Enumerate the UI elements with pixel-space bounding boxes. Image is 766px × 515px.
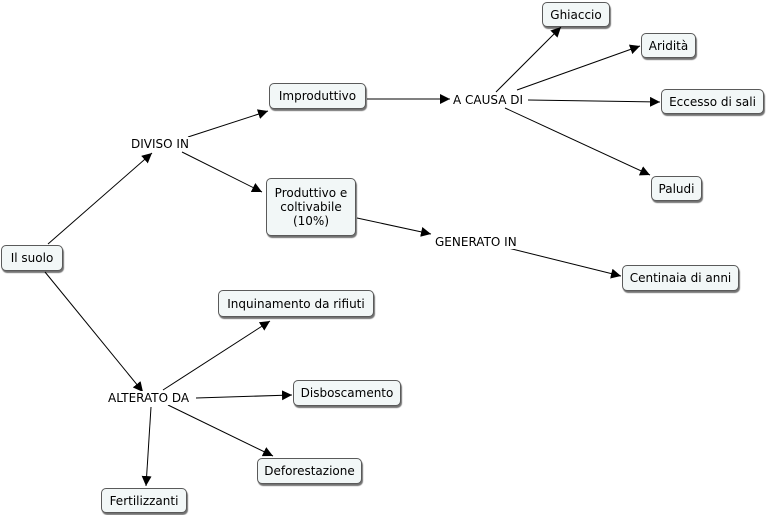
edge-generato-centinaia	[507, 247, 622, 279]
node-inquinamento[interactable]: Inquinamento da rifiuti	[218, 290, 374, 317]
edge-suolo-diviso	[47, 152, 153, 245]
edge-causa-eccesso	[527, 96, 661, 107]
edge-diviso-improduttivo	[187, 109, 269, 138]
edge-alterato-inquinamento	[162, 320, 271, 391]
node-centinaia[interactable]: Centinaia di anni	[622, 265, 739, 291]
node-aridita[interactable]: Aridità	[641, 33, 696, 58]
node-il-suolo[interactable]: Il suolo	[1, 245, 63, 271]
link-alterato-da[interactable]: ALTERATO DA	[106, 391, 192, 405]
edge-produttivo-generato	[356, 217, 432, 237]
link-diviso-in[interactable]: DIVISO IN	[129, 137, 191, 151]
edge-diviso-produttivo	[181, 151, 263, 193]
edge-alterato-disboscamento	[195, 390, 293, 401]
edge-alterato-deforestazione	[167, 404, 274, 457]
node-disboscamento[interactable]: Disboscamento	[293, 380, 401, 406]
edge-causa-ghiaccio	[495, 26, 562, 93]
edge-causa-aridita	[516, 44, 641, 91]
edge-causa-paludi	[504, 107, 651, 176]
edge-alterato-fertilizzanti	[141, 406, 152, 487]
node-eccesso-sali[interactable]: Eccesso di sali	[661, 89, 764, 114]
node-fertilizzanti[interactable]: Fertilizzanti	[101, 488, 187, 513]
node-ghiaccio[interactable]: Ghiaccio	[542, 2, 610, 27]
node-deforestazione[interactable]: Deforestazione	[257, 458, 362, 484]
link-a-causa-di[interactable]: A CAUSA DI	[451, 93, 526, 107]
edge-suolo-alterato	[44, 271, 144, 393]
link-generato-in[interactable]: GENERATO IN	[433, 235, 519, 249]
node-paludi[interactable]: Paludi	[651, 176, 702, 201]
node-produttivo[interactable]: Produttivo e coltivabile (10%)	[266, 178, 356, 236]
node-improduttivo[interactable]: Improduttivo	[269, 83, 366, 109]
